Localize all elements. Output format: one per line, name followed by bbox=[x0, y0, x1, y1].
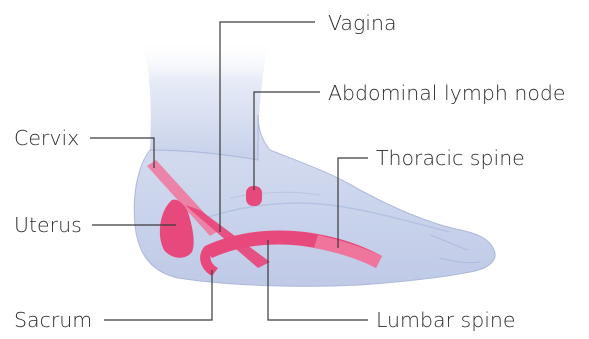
label-lumbar-spine: Lumbar spine bbox=[376, 308, 516, 332]
leg-shape bbox=[140, 40, 270, 160]
label-sacrum: Sacrum bbox=[14, 308, 92, 332]
label-abdominal-lymph-node: Abdominal lymph node bbox=[328, 81, 566, 105]
label-uterus: Uterus bbox=[14, 213, 82, 237]
label-thoracic-spine: Thoracic spine bbox=[376, 146, 525, 170]
label-cervix: Cervix bbox=[14, 126, 79, 150]
label-vagina: Vagina bbox=[328, 11, 397, 35]
